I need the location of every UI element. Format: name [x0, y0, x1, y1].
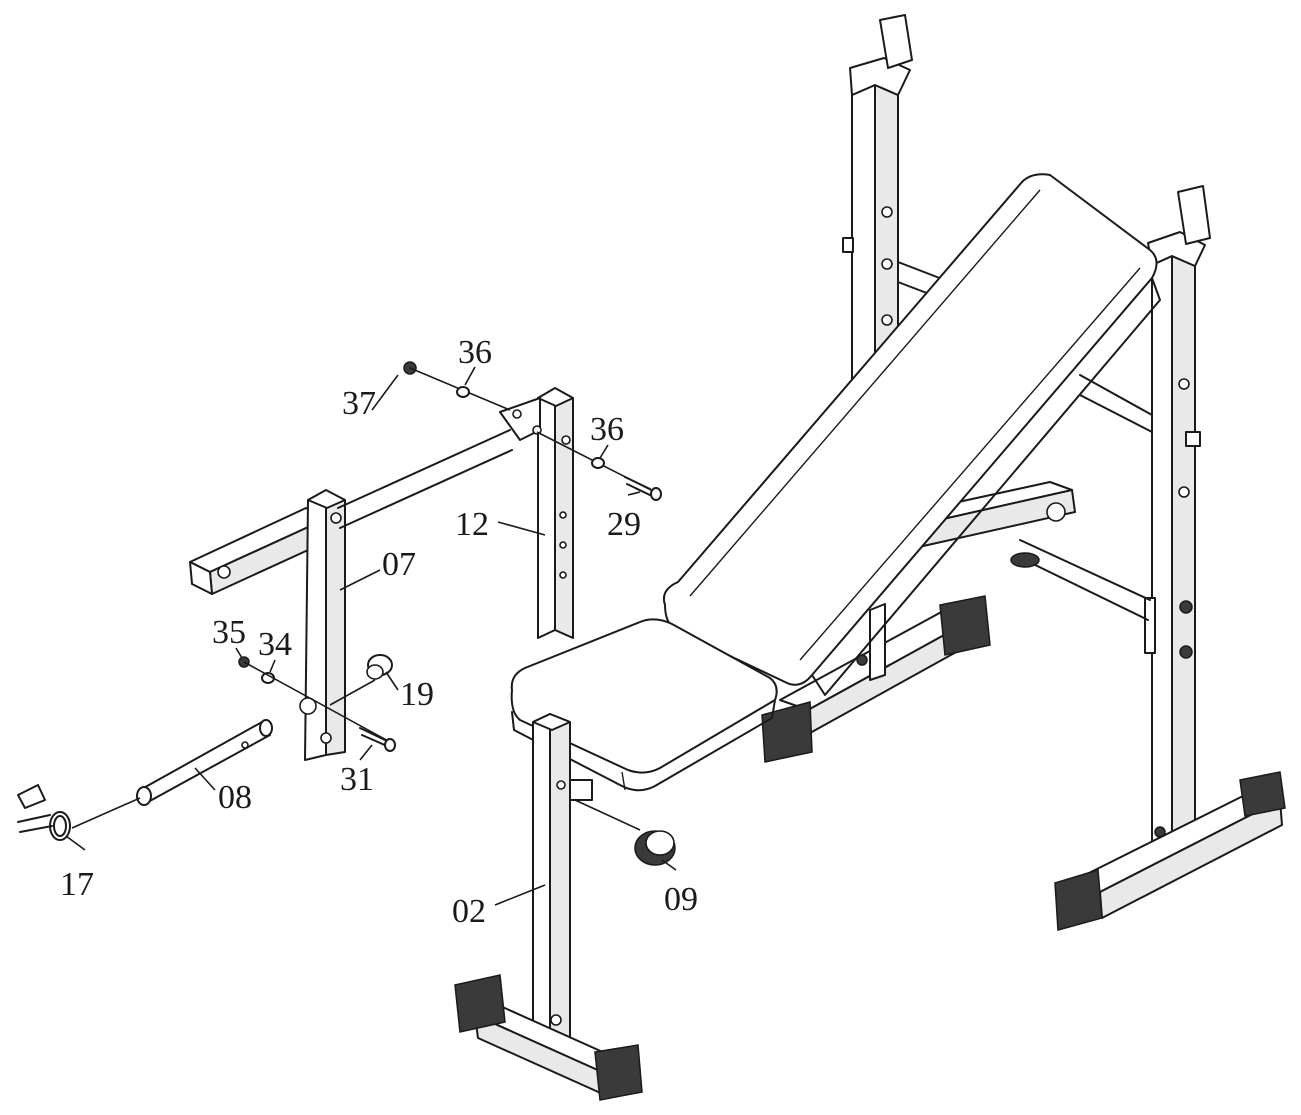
label-17: 17 — [60, 866, 94, 903]
label-19: 19 — [400, 676, 434, 713]
front-foot — [454, 974, 643, 1101]
label-29: 29 — [607, 506, 641, 543]
spring-collar — [17, 784, 141, 841]
rear-crossbar — [1079, 374, 1153, 433]
label-35: 35 — [212, 614, 246, 651]
label-08: 08 — [218, 779, 252, 816]
label-36-top: 36 — [458, 334, 492, 371]
label-07: 07 — [382, 546, 416, 583]
connecting-tube — [337, 429, 513, 529]
leg-developer-frame — [189, 489, 346, 761]
mid-frame — [761, 595, 991, 763]
pivot-hardware — [238, 654, 396, 752]
seat-pad — [510, 618, 778, 792]
rear-foot — [1054, 771, 1286, 931]
adjustment-knob — [574, 799, 676, 866]
label-12: 12 — [455, 506, 489, 543]
rear-upright-front — [1144, 185, 1211, 856]
callout-labels: 37 36 36 29 12 07 35 34 19 31 08 17 09 0… — [60, 334, 698, 930]
label-36-right: 36 — [590, 411, 624, 448]
backrest-pad — [662, 173, 1161, 696]
roller-tube — [136, 719, 273, 806]
label-02: 02 — [452, 893, 486, 930]
extension-post — [499, 387, 574, 639]
label-09: 09 — [664, 881, 698, 918]
callout-leaders — [65, 366, 677, 906]
front-leg — [532, 713, 593, 1039]
top-hardware — [403, 361, 662, 501]
rear-upright-back — [842, 14, 951, 386]
label-34: 34 — [258, 626, 292, 663]
label-37: 37 — [342, 385, 376, 422]
label-31: 31 — [340, 761, 374, 798]
